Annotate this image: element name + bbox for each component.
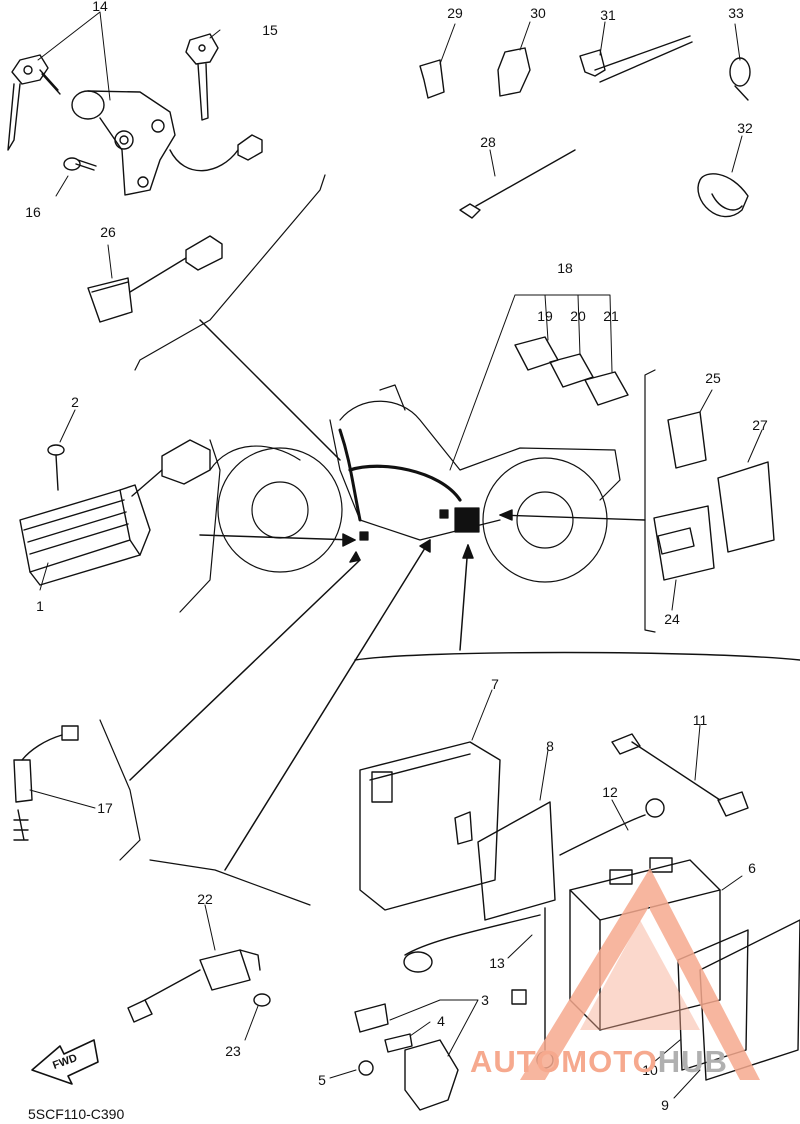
callout-29: 29 — [447, 5, 463, 21]
callout-16: 16 — [25, 204, 41, 220]
watermark-text-part-b: HUB — [657, 1044, 728, 1079]
motorcycle-drawing — [209, 384, 621, 583]
callout-25: 25 — [705, 370, 721, 386]
callout-30: 30 — [530, 5, 546, 21]
callout-2: 2 — [71, 394, 79, 410]
callout-22: 22 — [197, 891, 213, 907]
callout-27: 27 — [752, 417, 768, 433]
ignition-key-drawing — [7, 54, 61, 151]
callout-7: 7 — [491, 676, 499, 692]
callout-24: 24 — [664, 611, 680, 627]
rectifier-regulator-drawing — [19, 409, 221, 613]
neutral-switch-drawing — [13, 725, 96, 841]
callout-18: 18 — [557, 260, 573, 276]
callout-17: 17 — [97, 800, 113, 816]
callout-6: 6 — [748, 860, 756, 876]
small-clamps-drawing — [419, 21, 751, 219]
leader-lines — [129, 319, 474, 871]
callout-31: 31 — [600, 7, 616, 23]
callout-20: 20 — [570, 308, 586, 324]
callout-26: 26 — [100, 224, 116, 240]
speed-sensor-drawing — [127, 904, 271, 1041]
battery-box-drawing — [359, 689, 556, 921]
callout-9: 9 — [661, 1097, 669, 1113]
callout-28: 28 — [480, 134, 496, 150]
callout-5: 5 — [318, 1072, 326, 1088]
callout-21: 21 — [603, 308, 619, 324]
relays-right-drawing — [499, 369, 775, 633]
callout-19: 19 — [537, 308, 553, 324]
battery-drawing — [559, 724, 800, 1099]
callout-4: 4 — [437, 1013, 445, 1029]
watermark-logo — [520, 868, 760, 1080]
spare-key-drawing — [185, 33, 219, 121]
callout-23: 23 — [225, 1043, 241, 1059]
callout-8: 8 — [546, 738, 554, 754]
watermark-text: AUTOMOTOHUB — [470, 1044, 728, 1080]
watermark-text-part-a: AUTOMOTO — [470, 1044, 658, 1079]
relay-26-drawing — [87, 235, 223, 323]
screw-16-drawing — [63, 157, 97, 171]
callout-33: 33 — [728, 5, 744, 21]
callout-10: 10 — [642, 1062, 658, 1078]
callout-13: 13 — [489, 955, 505, 971]
fwd-arrow-icon — [31, 1039, 99, 1085]
callout-14: 14 — [92, 0, 108, 14]
callout-3: 3 — [481, 992, 489, 1008]
callout-12: 12 — [602, 784, 618, 800]
callout-11: 11 — [692, 712, 708, 728]
main-switch-drawing — [71, 90, 263, 196]
callout-1: 1 — [36, 598, 44, 614]
callout-32: 32 — [737, 120, 753, 136]
callout-15: 15 — [262, 22, 278, 38]
fuses-drawing — [449, 294, 629, 471]
drawing-code: 5SCF110-C390 — [28, 1106, 125, 1122]
